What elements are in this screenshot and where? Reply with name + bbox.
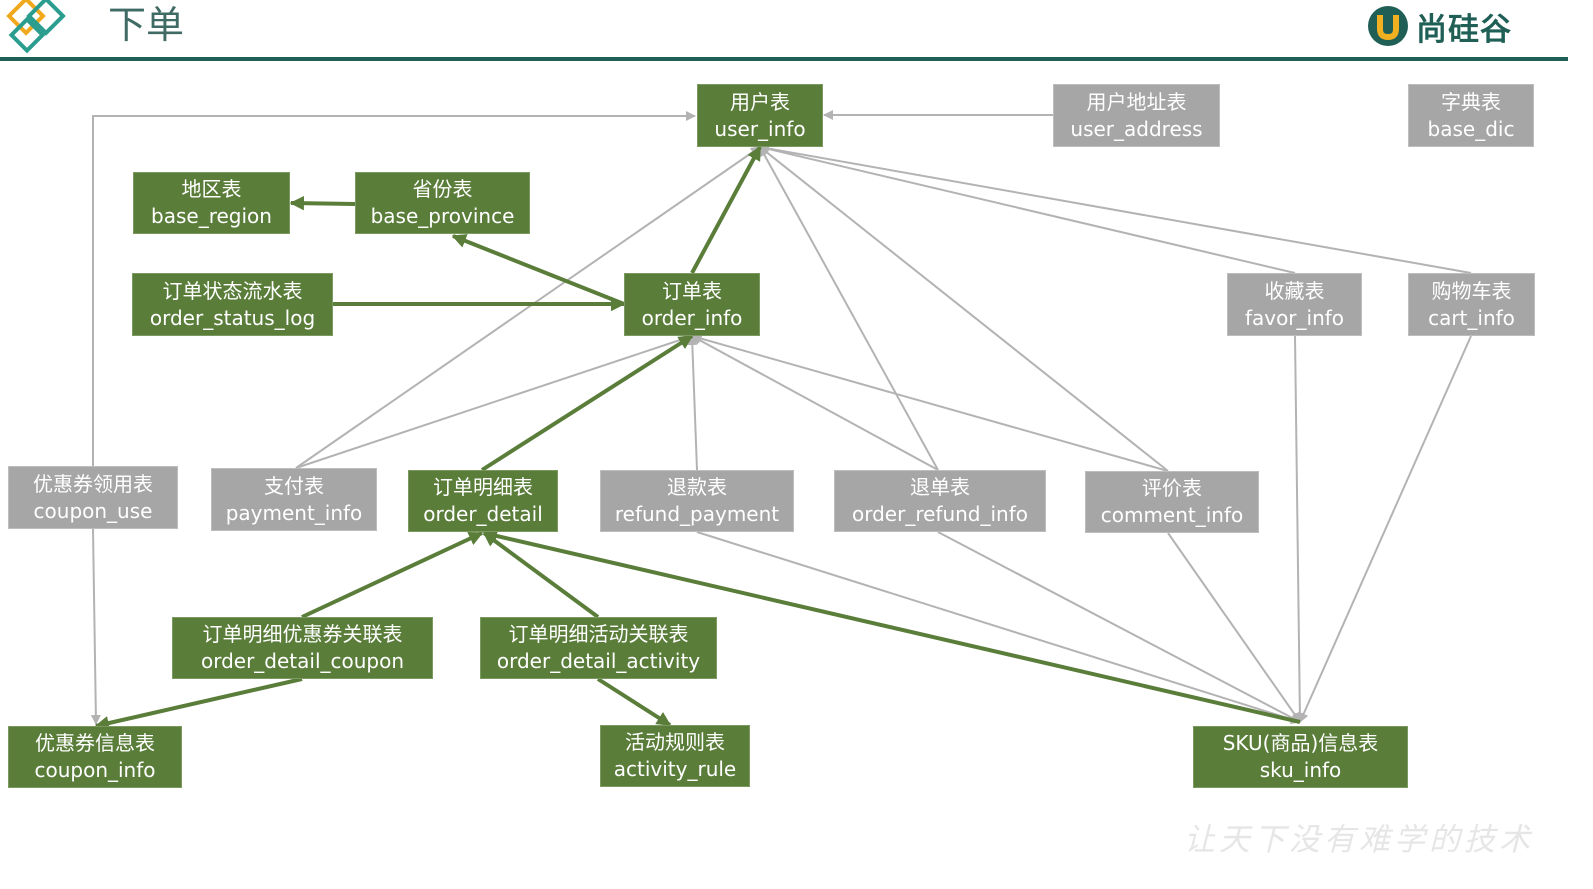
u-logo-icon: [1368, 6, 1408, 46]
edge-order-detail-to-order-info: [480, 334, 694, 472]
table-cn-name: 字典表: [1441, 89, 1501, 114]
page-title: 下单: [108, 3, 185, 47]
table-cn-name: 支付表: [264, 473, 324, 498]
edge-payment-info-to-order-info: [295, 334, 693, 469]
table-en-name: favor_info: [1244, 305, 1345, 330]
table-cn-name: 订单状态流水表: [162, 278, 303, 303]
table-en-name: order_detail: [423, 502, 543, 526]
edge-order-info-to-base-province: [451, 234, 625, 306]
edge-comment-info-to-user-info: [759, 146, 1169, 472]
table-en-name: cart_info: [1428, 305, 1515, 330]
table-en-name: refund_payment: [614, 502, 780, 526]
edge-order-detail-coupon-to-order-detail: [301, 531, 484, 619]
edge-order-refund-info-to-order-info: [691, 335, 939, 471]
table-node-order-detail-activity: 订单明细活动关联表 order_detail_activity: [480, 617, 717, 679]
table-en-name: base_region: [151, 204, 272, 228]
table-cn-name: 优惠券信息表: [35, 731, 155, 755]
edge-order-info-to-user-info: [690, 145, 762, 274]
table-cn-name: 收藏表: [1264, 278, 1325, 303]
table-en-name: base_province: [370, 204, 515, 228]
table-node-comment-info: 评价表 comment_info: [1085, 471, 1259, 533]
table-en-name: payment_info: [225, 500, 363, 525]
table-cn-name: 省份表: [412, 177, 473, 201]
brand-name: 尚硅谷: [1416, 11, 1512, 48]
table-en-name: user_info: [714, 116, 806, 141]
table-cn-name: 用户地址表: [1086, 89, 1187, 114]
brand-logo: 尚硅谷: [1366, 4, 1512, 48]
table-node-refund-payment: 退款表 refund_payment: [600, 470, 794, 532]
table-en-name: order_info: [641, 305, 743, 330]
edge-cart-info-to-user-info: [759, 143, 1472, 274]
slogan-watermark: 让天下没有难学的技术: [1184, 822, 1534, 858]
edge-favor-info-to-sku-info: [1294, 335, 1305, 723]
table-cn-name: 评价表: [1142, 476, 1202, 500]
header: 下单 尚硅谷: [0, 0, 1593, 62]
edge-cart-info-to-sku-info: [1299, 335, 1472, 723]
table-node-base-province: 省份表 base_province: [355, 172, 530, 234]
edge-coupon-use-to-coupon-info: [90, 528, 101, 725]
diamond-logo-icon: [6, 0, 66, 54]
edge-refund-payment-to-sku-info: [696, 531, 1301, 725]
table-en-name: order_refund_info: [851, 502, 1028, 526]
edge-order-refund-info-to-user-info: [759, 146, 939, 471]
table-en-name: comment_info: [1100, 503, 1244, 527]
edge-coupon-use-to-user-info: [92, 111, 696, 466]
table-cn-name: SKU(商品)信息表: [1222, 731, 1379, 755]
table-cn-name: 优惠券领用表: [33, 471, 153, 496]
edge-sku-info-to-order-detail: [482, 528, 1301, 724]
table-node-order-detail: 订单明细表 order_detail: [408, 470, 558, 532]
edge-comment-info-to-order-info: [691, 333, 1169, 472]
table-cn-name: 退单表: [910, 475, 970, 499]
table-en-name: order_detail_coupon: [200, 649, 405, 673]
table-node-order-detail-coupon: 订单明细优惠券关联表 order_detail_coupon: [172, 617, 433, 679]
table-cn-name: 退款表: [667, 475, 727, 499]
edge-order-refund-info-to-sku-info: [937, 531, 1301, 723]
table-en-name: order_status_log: [149, 305, 316, 330]
table-cn-name: 订单明细表: [433, 475, 533, 499]
table-en-name: sku_info: [1259, 758, 1342, 782]
table-en-name: coupon_use: [33, 498, 153, 523]
edge-comment-info-to-sku-info: [1167, 532, 1301, 723]
edge-payment-info-to-user-info: [295, 146, 761, 469]
header-divider: [0, 57, 1568, 61]
edge-favor-info-to-user-info: [759, 144, 1296, 274]
table-node-base-region: 地区表 base_region: [133, 172, 290, 234]
table-cn-name: 订单表: [662, 278, 722, 303]
table-cn-name: 活动规则表: [625, 730, 725, 754]
table-cn-name: 地区表: [181, 177, 242, 201]
table-cn-name: 购物车表: [1431, 278, 1512, 303]
table-en-name: coupon_info: [34, 758, 156, 782]
table-node-coupon-info: 优惠券信息表 coupon_info: [8, 726, 182, 788]
table-en-name: order_detail_activity: [496, 649, 701, 673]
table-en-name: activity_rule: [613, 757, 737, 781]
edge-refund-payment-to-order-info: [687, 335, 698, 471]
table-en-name: user_address: [1070, 116, 1203, 141]
edge-order-detail-activity-to-order-detail: [482, 531, 600, 619]
edge-base-province-to-base-region: [289, 196, 356, 211]
table-cn-name: 订单明细优惠券关联表: [202, 622, 403, 646]
table-cn-name: 用户表: [730, 89, 790, 114]
table-node-sku-info: SKU(商品)信息表 sku_info: [1193, 726, 1408, 788]
table-node-activity-rule: 活动规则表 activity_rule: [600, 725, 750, 787]
table-en-name: base_dic: [1427, 116, 1515, 141]
table-cn-name: 订单明细活动关联表: [508, 622, 689, 646]
table-node-order-refund-info: 退单表 order_refund_info: [834, 470, 1046, 532]
edge-order-detail-activity-to-activity-rule: [596, 677, 672, 727]
edge-order-detail-coupon-to-coupon-info: [94, 677, 303, 731]
